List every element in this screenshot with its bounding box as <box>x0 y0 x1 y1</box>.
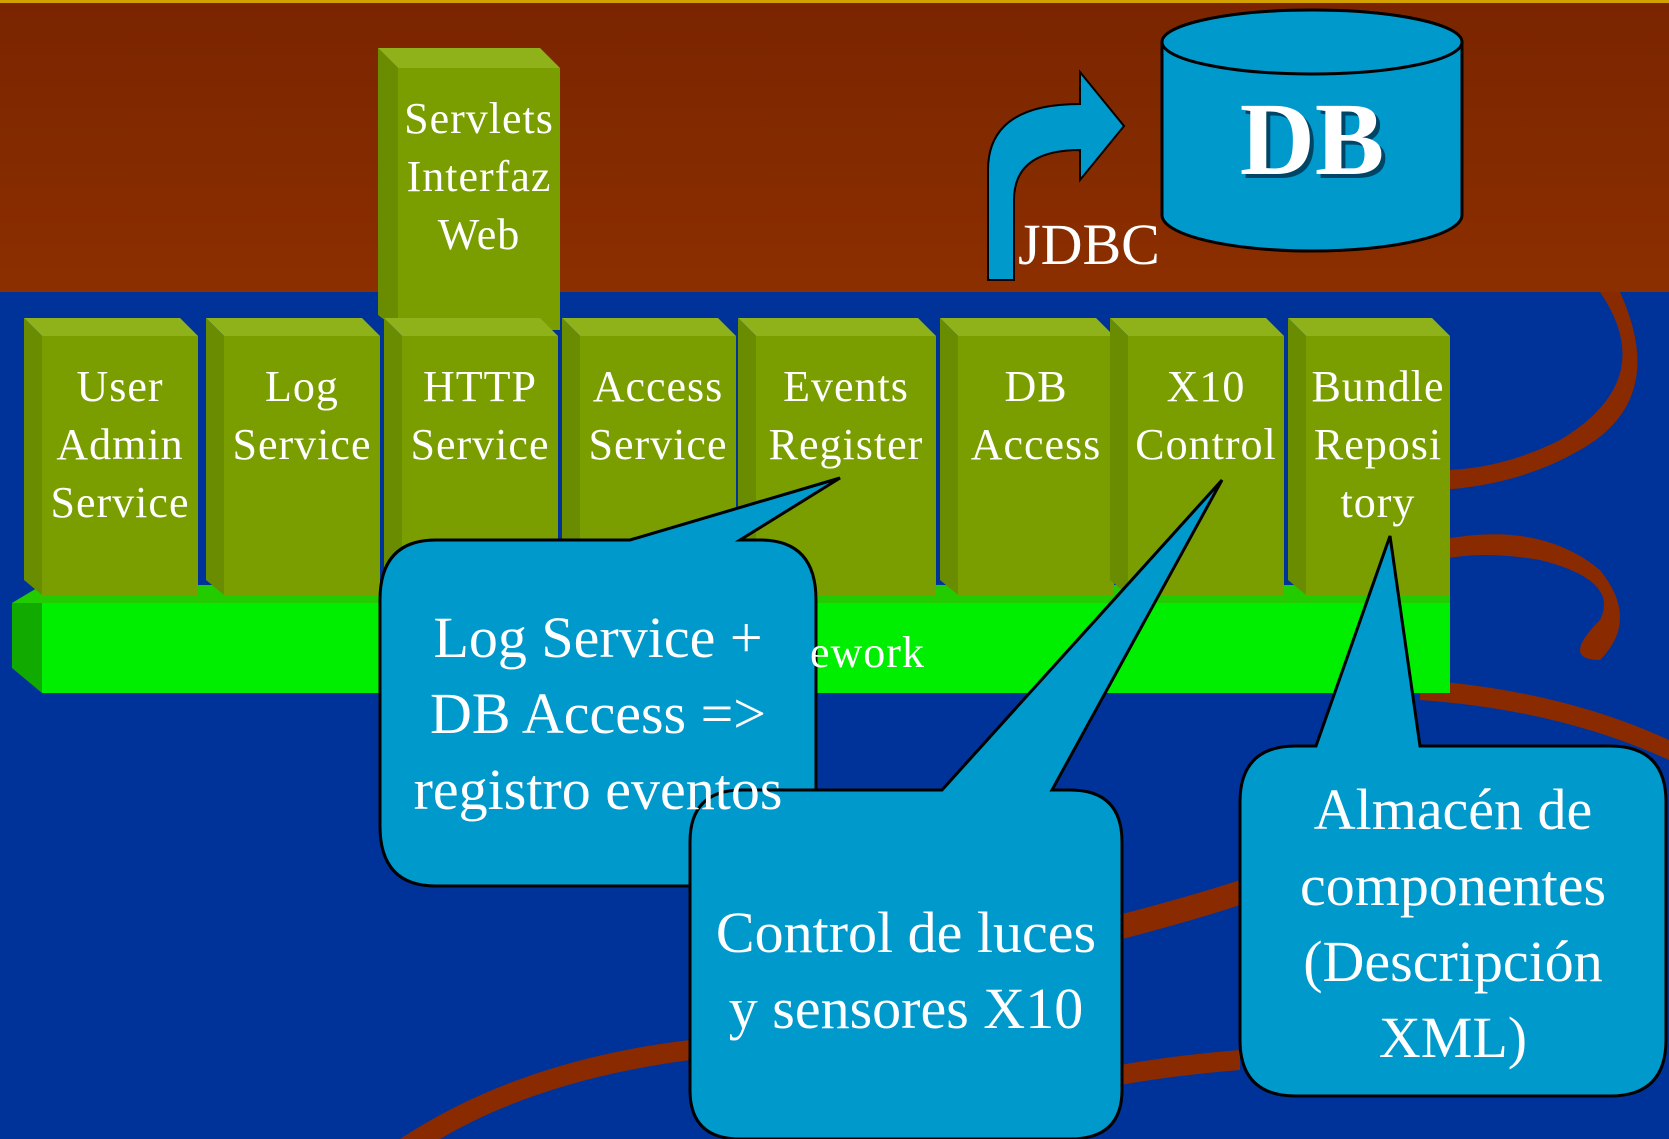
bundle-label-access-service: Access Service <box>588 362 728 469</box>
bundle-user-admin <box>24 318 198 595</box>
bundle-log-service <box>206 318 380 595</box>
bundle-label-db-access: DB Access <box>970 362 1102 469</box>
bundle-x10-control <box>1110 318 1284 595</box>
callout-x10-text: Control de luces y sensores X10 <box>715 900 1097 1041</box>
bundle-label-events-register: Events Register <box>768 362 924 469</box>
gold-top-line <box>0 0 1669 3</box>
bundle-label-user-admin: User Admin Service <box>50 362 190 527</box>
db-label: DB <box>1239 82 1385 197</box>
framework-label: ework <box>810 628 925 677</box>
servlets-label: Servlets Interfaz Web <box>404 94 554 259</box>
bundle-label-x10-control: X10 Control <box>1135 362 1277 469</box>
callout-events-text: Log Service + DB Access => registro even… <box>413 605 783 822</box>
servlets-block <box>378 48 560 330</box>
callout-repository-bubble <box>1238 535 1668 1098</box>
database-cylinder-icon <box>1160 8 1464 253</box>
bundle-label-repository: Bundle Reposi tory <box>1311 362 1445 527</box>
callout-repository-text: Almacén de componentes (Descripción XML) <box>1299 777 1607 1070</box>
bundle-label-log-service: Log Service <box>232 362 372 469</box>
jdbc-label: JDBC <box>1018 212 1160 277</box>
bundle-label-http-service: HTTP Service <box>410 362 550 469</box>
bundle-repository <box>1288 318 1450 595</box>
jdbc-arrow-icon <box>987 69 1126 281</box>
bundle-db-access <box>940 318 1114 595</box>
